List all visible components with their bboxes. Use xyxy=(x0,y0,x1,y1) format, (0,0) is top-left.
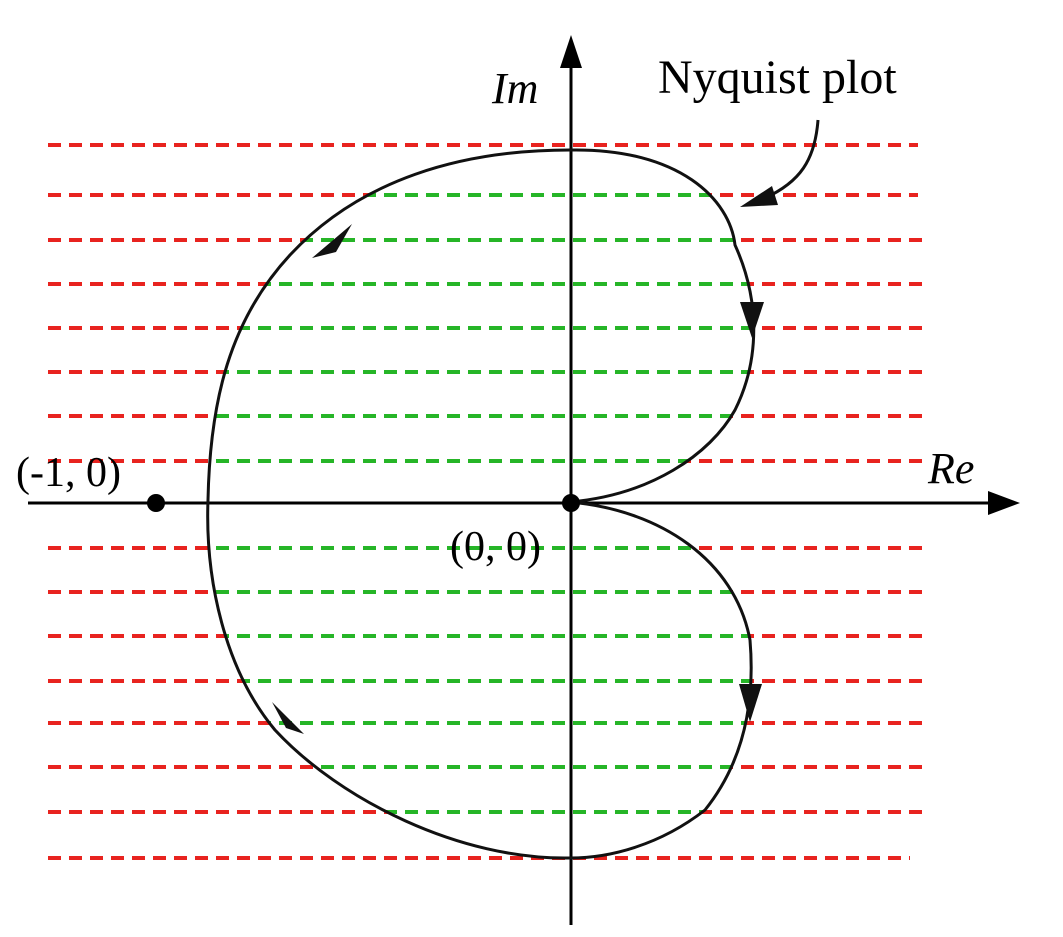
imaginary-axis-arrowhead xyxy=(560,35,582,68)
nyquist-curve xyxy=(206,148,756,860)
critical-point-marker xyxy=(147,494,165,512)
arrow-up-left-icon xyxy=(272,702,304,734)
critical-point-label: (-1, 0) xyxy=(16,450,121,496)
axes xyxy=(28,35,1020,925)
real-axis-label: Re xyxy=(927,444,974,493)
arrow-up-left-icon xyxy=(312,224,352,258)
diagram-title: Nyquist plot xyxy=(658,51,897,104)
nyquist-curve-lower xyxy=(206,499,753,860)
real-axis-arrowhead xyxy=(988,491,1020,515)
arrow-down-icon xyxy=(739,684,762,722)
inside-dashed-lines xyxy=(207,193,754,814)
title-pointer xyxy=(740,119,820,207)
origin-label: (0, 0) xyxy=(450,524,541,570)
nyquist-curve-upper xyxy=(206,148,756,504)
direction-arrows xyxy=(272,224,764,734)
title-pointer-line xyxy=(764,119,820,200)
origin-marker xyxy=(562,494,580,512)
arrow-down-icon xyxy=(740,302,764,338)
title-pointer-arrowhead-icon xyxy=(740,186,778,207)
imaginary-axis-label: Im xyxy=(491,64,538,113)
